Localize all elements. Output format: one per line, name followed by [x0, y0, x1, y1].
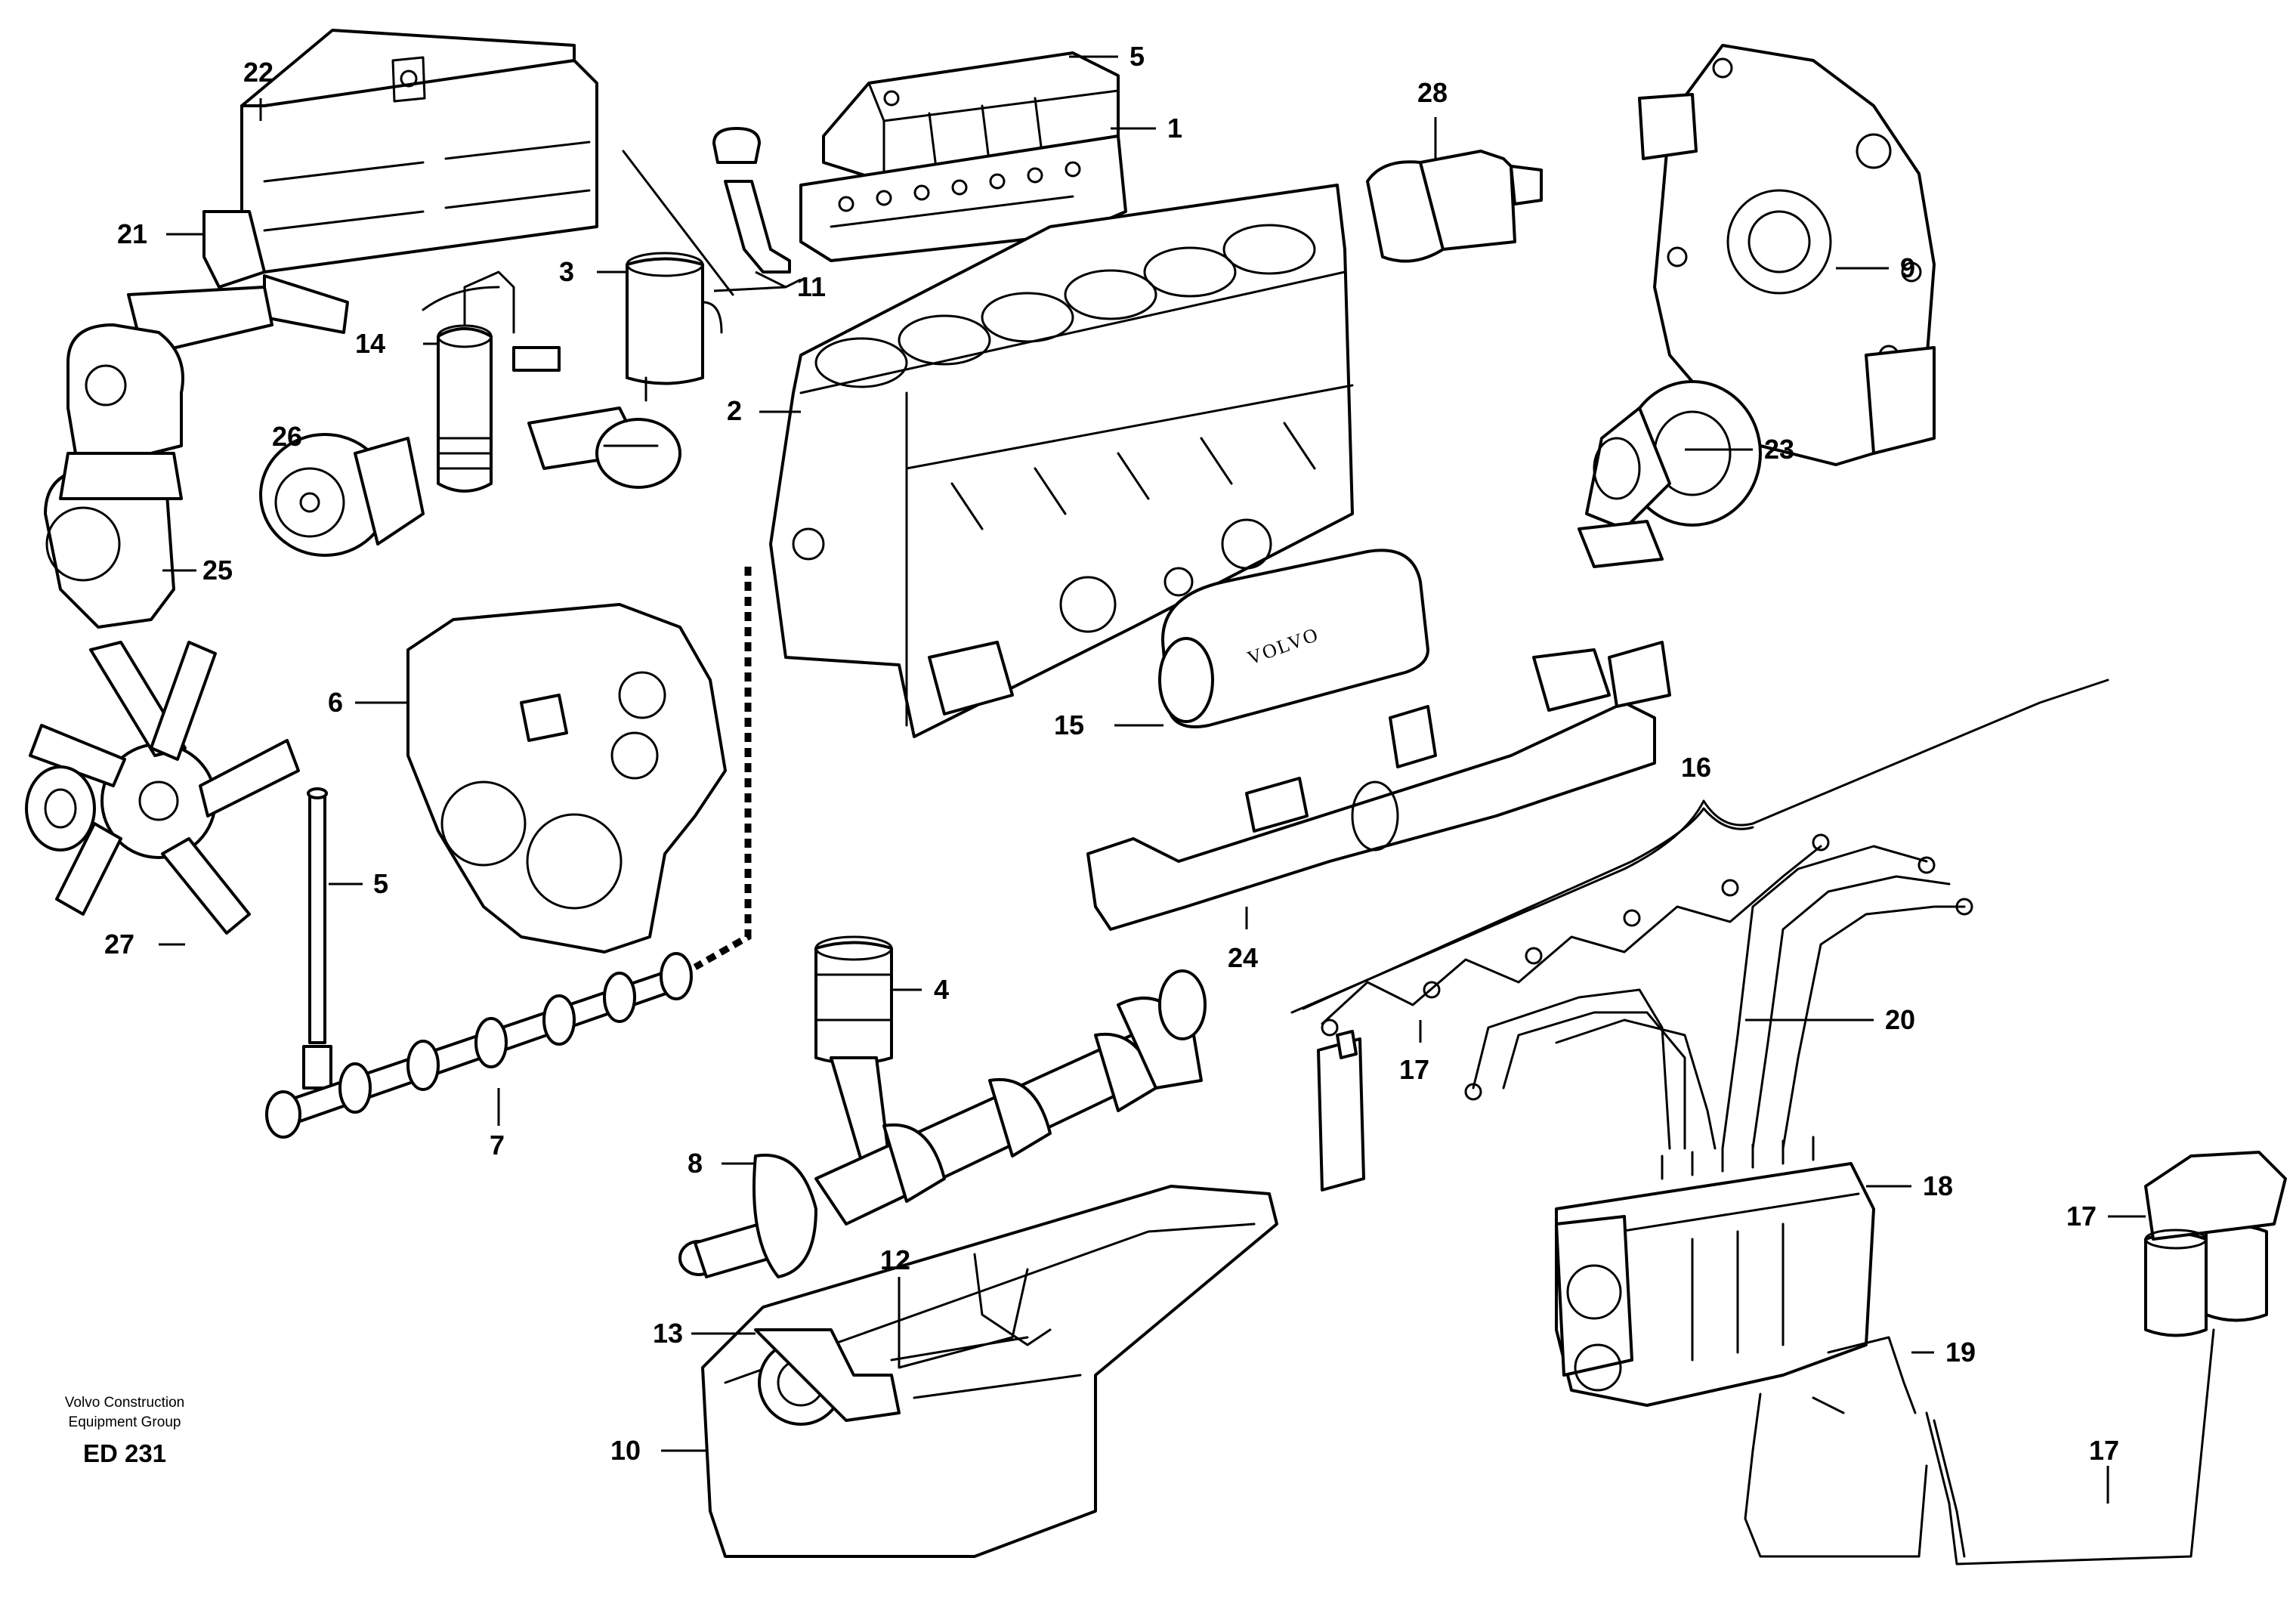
part-17-fuel-pipes: [1744, 1328, 2215, 1566]
part-17-fuel-filter: [2144, 1151, 2287, 1337]
part-20-injection-pipes: [1464, 845, 1973, 1150]
callout-9: 9: [1900, 252, 1915, 283]
part-3-filter-canister: [626, 252, 723, 402]
publisher-footer: Volvo Construction Equipment Group ED 23…: [65, 1395, 184, 1467]
part-28-starter-motor: [1366, 150, 1543, 263]
part-10-oil-sump: [701, 1185, 1278, 1558]
callout-13: 13: [653, 1318, 683, 1349]
callout-17-injector: 17: [1399, 1054, 1429, 1085]
callout-5-rocker-cover: 5: [1129, 41, 1145, 72]
callout-19: 19: [1945, 1337, 1976, 1368]
part-13-oil-pump: [754, 1328, 901, 1426]
part-18-injection-pump: [1555, 1136, 1875, 1407]
callout-15: 15: [1054, 709, 1084, 740]
alignment-line: [693, 567, 752, 970]
callout-7: 7: [490, 1130, 505, 1161]
figure-code: ED 231: [83, 1439, 166, 1467]
part-12-suction-pipe: [898, 1268, 1029, 1369]
callout-5-push-rod: 5: [373, 868, 388, 899]
callout-2: 2: [727, 395, 742, 426]
callout-4: 4: [934, 974, 949, 1005]
callout-25: 25: [202, 555, 233, 586]
callout-12: 12: [880, 1244, 910, 1275]
footer-line-1: Volvo Construction: [65, 1395, 184, 1411]
part-24-exhaust-manifold: [1086, 641, 1671, 931]
callout-18: 18: [1923, 1170, 1953, 1201]
part-19-fuel-pipe: [1812, 1336, 1917, 1414]
leader-lines: [159, 55, 2146, 1504]
callout-1: 1: [1167, 113, 1182, 144]
callout-labels: 1 2 3 4 5 5 6 7 8 9 10 11 12 13 14 15 16…: [104, 41, 2119, 1466]
callout-14: 14: [355, 328, 385, 359]
callout-26: 26: [272, 421, 302, 452]
callout-27: 27: [104, 929, 134, 960]
callout-3: 3: [559, 256, 574, 287]
part-8-crankshaft: [678, 969, 1207, 1278]
callout-17-filter: 17: [2066, 1201, 2097, 1232]
part-23-turbocharger: [1578, 380, 1762, 568]
callout-23: 23: [1764, 434, 1794, 465]
callout-6: 6: [328, 687, 343, 718]
part-17-injector: [1317, 1030, 1365, 1192]
part-22-intake-cover: [202, 29, 598, 289]
part-5-push-rod: [302, 787, 332, 1090]
callout-10: 10: [610, 1435, 641, 1466]
part-6-timing-cover: [406, 603, 727, 954]
callout-22: 22: [243, 57, 273, 88]
part-2-engine-block: [769, 184, 1354, 738]
grouping-brace-lower: [1302, 807, 1754, 1010]
part-15-oil-cooler-cover: VOLVO: [1158, 549, 1429, 728]
footer-line-2: Equipment Group: [69, 1414, 181, 1430]
part-26-coolant-pump: [259, 433, 425, 557]
grouping-brace: [1290, 678, 2109, 1014]
callout-17-pipes: 17: [2089, 1435, 2119, 1466]
part-27-fan: [25, 641, 300, 935]
part-7-camshaft: [265, 952, 693, 1139]
callout-28: 28: [1417, 77, 1448, 108]
callout-20: 20: [1885, 1004, 1915, 1035]
callout-24: 24: [1228, 942, 1258, 973]
part-16-fuel-leak-off-line: [1321, 833, 1830, 1037]
callout-21: 21: [117, 218, 147, 249]
callout-8: 8: [688, 1148, 703, 1179]
callout-16: 16: [1681, 752, 1711, 783]
part-11-dipstick: [622, 127, 791, 296]
part-14-oil-filter: [422, 270, 681, 493]
part-9-flywheel-housing: [1638, 44, 1936, 466]
callout-11: 11: [797, 271, 826, 302]
part-25-water-pump: [44, 274, 349, 629]
